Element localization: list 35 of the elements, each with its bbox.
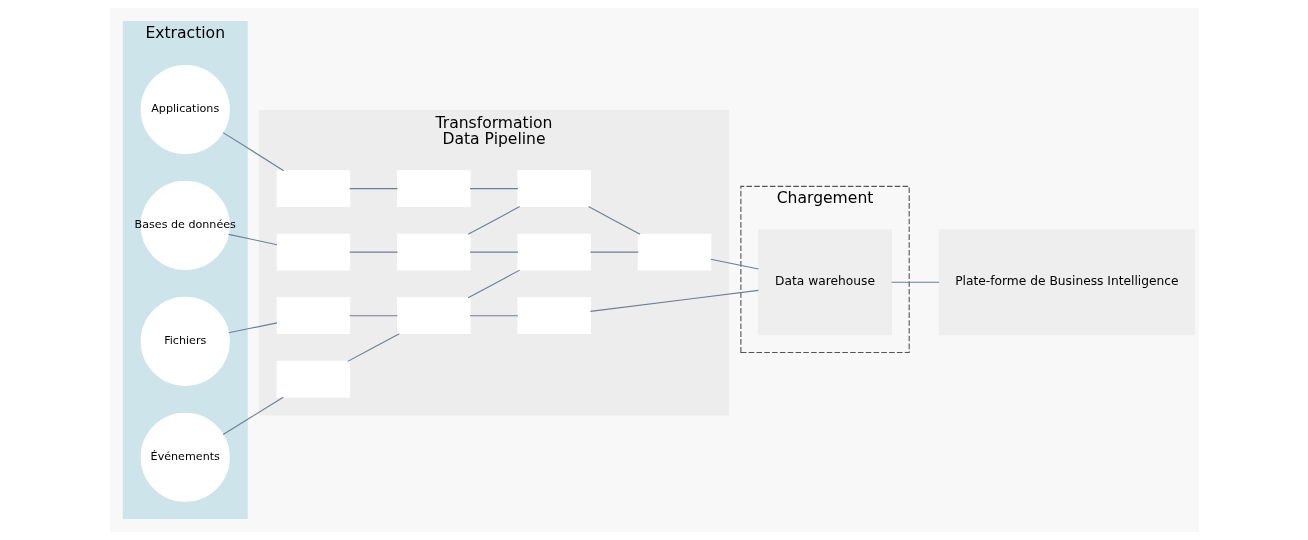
node-box	[516, 170, 591, 208]
connector	[346, 333, 400, 362]
connector	[589, 251, 639, 253]
connector	[227, 322, 278, 334]
connector	[348, 188, 398, 190]
connector	[222, 132, 284, 172]
node-box	[276, 297, 350, 335]
node-box	[396, 233, 471, 271]
node-circle: Fichiers	[140, 296, 230, 386]
node-box	[276, 170, 350, 208]
connector	[469, 315, 518, 317]
node-box	[516, 297, 591, 335]
node-box	[396, 170, 471, 208]
node-circle: Événements	[140, 412, 230, 502]
node-box	[276, 360, 350, 398]
connector	[890, 281, 940, 283]
node-box	[396, 297, 471, 335]
connector	[348, 315, 398, 317]
node-box	[276, 233, 350, 271]
cluster: Transformation Data Pipeline	[258, 110, 729, 416]
connector	[467, 269, 520, 299]
connector	[709, 258, 759, 270]
connector	[348, 251, 398, 253]
connector	[222, 396, 284, 436]
connector	[589, 289, 759, 312]
node-box: Plate-forme de Business Intelligence	[938, 229, 1195, 336]
node-box	[516, 233, 591, 271]
node-box	[637, 233, 711, 271]
connector	[469, 251, 518, 253]
connector	[467, 206, 520, 235]
node-circle: Applications	[140, 64, 230, 155]
node-box: Data warehouse	[757, 229, 892, 336]
connector	[587, 205, 641, 235]
connector	[227, 233, 278, 246]
connector	[469, 188, 518, 190]
